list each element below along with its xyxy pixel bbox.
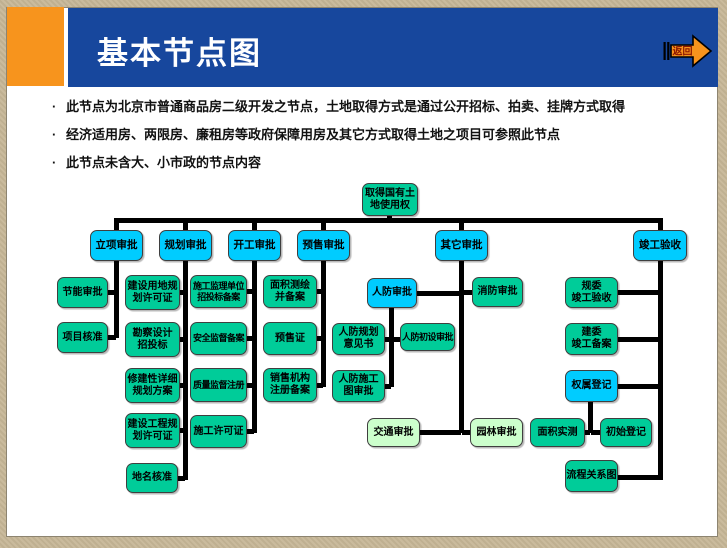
connector-line (178, 428, 185, 433)
connector-line (616, 290, 660, 295)
node-energy-conservation-approval: 节能审批 (57, 277, 108, 308)
connector-line (321, 260, 326, 387)
back-arrow-icon: 返回 (663, 34, 713, 68)
connector-line (114, 218, 663, 223)
connector-line (415, 291, 461, 296)
node-planning-approval: 规划审批 (159, 230, 212, 261)
connector-line (114, 260, 119, 338)
connector-line (383, 337, 391, 342)
connector-line (616, 384, 660, 389)
title-banner: 基本节点图 返回 (68, 8, 718, 87)
connector-line (252, 260, 257, 433)
node-quality-supervision-registration: 质量监督注册 (190, 368, 247, 402)
connector-line (178, 383, 185, 388)
node-traffic-approval: 交通审批 (367, 418, 420, 447)
connector-line (462, 290, 474, 295)
node-civil-defense-approval: 人防审批 (367, 278, 417, 308)
node-construction-permit: 施工许可证 (190, 415, 247, 448)
connector-line (106, 335, 116, 340)
connector-line (114, 223, 119, 231)
connector-line (315, 336, 323, 341)
node-presale-permit: 预售证 (263, 322, 317, 355)
connector-line (183, 260, 188, 480)
page-title: 基本节点图 (97, 36, 262, 71)
bullet-text: 此节点未含大、小市政的节点内容 (66, 155, 262, 170)
connector-line (178, 337, 185, 342)
connector-line (591, 430, 602, 435)
bullet-glyph: · (52, 155, 57, 170)
connector-line (183, 223, 188, 231)
node-other-approvals: 其它审批 (435, 230, 488, 261)
connector-line (588, 400, 593, 433)
node-supervision-bidding-record: 施工监理单位 招投标备案 (190, 275, 247, 308)
connector-line (245, 336, 254, 341)
connector-line (658, 260, 663, 480)
node-place-name-approval: 地名核准 (126, 463, 178, 493)
node-construction-start-approval: 开工审批 (228, 230, 281, 261)
node-civil-defense-drawing-approval: 人防施工 图审批 (332, 370, 385, 402)
node-process-relation-diagram: 流程关系图 (565, 460, 618, 492)
connector-line (459, 260, 464, 433)
back-button-label: 返回 (673, 45, 693, 58)
node-completion-acceptance: 竣工验收 (633, 230, 687, 261)
bullet-item: · 此节点为北京市普通商品房二级开发之节点，土地取得方式是通过公开招标、拍卖、挂牌… (50, 98, 700, 115)
connector-line (462, 430, 472, 435)
bullet-list: · 此节点为北京市普通商品房二级开发之节点，土地取得方式是通过公开招标、拍卖、挂牌… (50, 98, 700, 182)
connector-line (459, 223, 464, 231)
node-survey-design-bidding: 勘察设计 招投标 (125, 322, 180, 357)
connector-line (418, 430, 461, 435)
node-project-verification: 项目核准 (57, 322, 108, 353)
connector-line (106, 290, 116, 295)
bullet-text: 经济适用房、两限房、廉租房等政府保障用房及其它方式取得土地之项目可参照此节点 (66, 127, 561, 142)
connector-line (616, 337, 660, 342)
node-planning-committee-acceptance: 规委 竣工验收 (565, 277, 618, 308)
accent-block (7, 7, 64, 86)
bullet-item: · 此节点未含大、小市政的节点内容 (50, 154, 700, 171)
node-safety-supervision-record: 安全监督备案 (190, 322, 247, 355)
connector-line (658, 223, 663, 231)
back-button[interactable]: 返回 (663, 32, 713, 70)
connector-line (245, 429, 254, 434)
connector-line (252, 223, 257, 231)
bullet-glyph: · (52, 127, 57, 142)
connector-line (392, 337, 402, 342)
node-ownership-registration: 权属登记 (565, 370, 618, 402)
node-project-initiation-approval: 立项审批 (90, 230, 143, 261)
node-detailed-construction-plan: 修建性详细 规划方案 (125, 368, 180, 403)
node-fire-approval: 消防审批 (472, 277, 523, 307)
node-project-planning-permit: 建设工程规 划许可证 (125, 413, 180, 448)
connector-line (387, 213, 392, 220)
node-landscape-approval: 园林审批 (470, 418, 523, 447)
node-area-survey-record: 面积测绘 并备案 (263, 275, 317, 308)
node-civil-defense-preliminary-approval: 人防初设审批 (400, 323, 455, 351)
connector-line (176, 476, 185, 481)
connector-line (315, 289, 323, 294)
connector-line (315, 383, 323, 388)
node-root-land-use-right: 取得国有土 地使用权 (362, 183, 418, 216)
node-construction-committee-record: 建委 竣工备案 (565, 323, 618, 355)
connector-line (321, 223, 326, 231)
bullet-item: · 经济适用房、两限房、廉租房等政府保障用房及其它方式取得土地之项目可参照此节点 (50, 126, 700, 143)
connector-line (383, 384, 391, 389)
node-land-planning-permit: 建设用地规 划许可证 (125, 275, 180, 310)
connector-line (389, 306, 394, 387)
node-initial-registration: 初始登记 (600, 418, 652, 447)
slide (6, 7, 718, 537)
node-area-measurement: 面积实测 (530, 418, 585, 447)
bullet-glyph: · (52, 99, 57, 114)
node-sales-agency-registration: 销售机构 注册备案 (263, 368, 317, 402)
node-presale-approval: 预售审批 (297, 230, 350, 261)
node-civil-defense-plan-opinion: 人防规划 意见书 (332, 323, 385, 355)
bullet-text: 此节点为北京市普通商品房二级开发之节点，土地取得方式是通过公开招标、拍卖、挂牌方… (66, 99, 626, 114)
connector-line (245, 289, 254, 294)
connector-line (616, 475, 660, 480)
connector-line (178, 290, 185, 295)
connector-line (583, 430, 590, 435)
connector-line (245, 383, 254, 388)
